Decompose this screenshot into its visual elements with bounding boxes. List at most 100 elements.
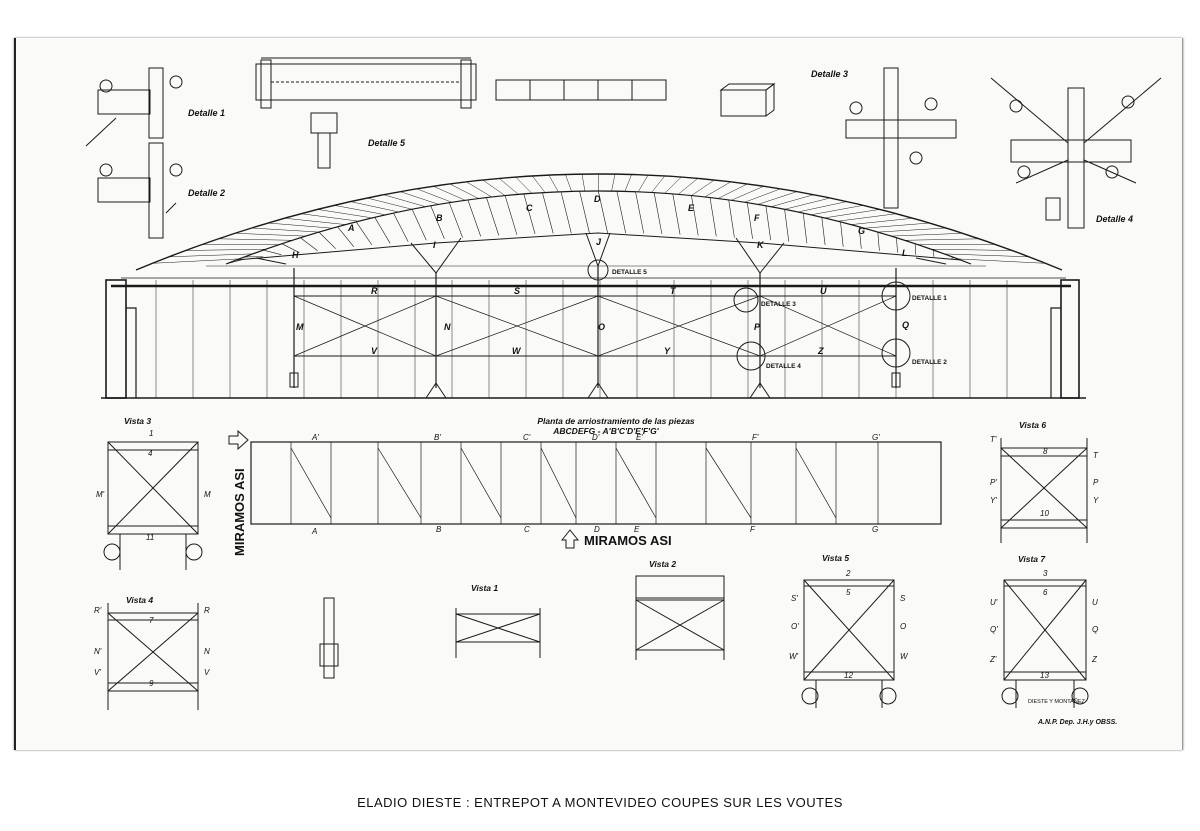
plan-bottom-a: A	[311, 527, 317, 536]
scaffold-posts	[293, 266, 897, 388]
detail-circle-1	[881, 281, 911, 311]
technical-drawing: Detalle 1 Detalle 2 Detalle 3 Detalle 4 …	[85, 57, 1162, 726]
row1-letter-r: R	[371, 286, 378, 296]
vista5-bot: 12	[844, 671, 853, 680]
vista4-r3: V	[204, 668, 210, 677]
callout-detalle-4: DETALLE 4	[766, 363, 801, 370]
vista6-mid: 8	[1043, 447, 1048, 456]
truss-letter-e: E	[688, 203, 695, 213]
signature-line-1: DIESTE Y MONTAÑEZ	[1028, 698, 1085, 705]
node-triangle-5	[915, 257, 947, 265]
vista5-r2: O	[900, 622, 906, 631]
vista3-top: 1	[149, 429, 153, 438]
vista7-r1: U	[1092, 598, 1098, 607]
callout-detalle-5: DETALLE 5	[612, 269, 647, 276]
beam-detail	[255, 57, 477, 109]
vista5-top: 2	[845, 569, 851, 578]
vista5-l1: S'	[791, 594, 798, 603]
vista-2-title: Vista 2	[649, 559, 676, 569]
plan-top-b: B'	[434, 433, 441, 442]
plan-bottom-d: D	[594, 525, 600, 534]
row2-letter-z: Z	[817, 346, 824, 356]
plan-bottom-e: E	[634, 525, 640, 534]
drawing-sheet: Detalle 1 Detalle 2 Detalle 3 Detalle 4 …	[14, 38, 1183, 750]
detail-1-title: Detalle 1	[188, 108, 225, 118]
vista-7-title: Vista 7	[1018, 554, 1046, 564]
vista6-l2: P'	[990, 478, 997, 487]
plan-bottom-c: C	[524, 525, 530, 534]
detail-circle-2	[881, 338, 911, 368]
plan-arrow-bottom	[560, 529, 580, 549]
vista-5-drawing	[801, 579, 897, 708]
vault-arch-outer	[135, 173, 1063, 271]
plan-top-c: C'	[523, 433, 531, 442]
page-caption: ELADIO DIESTE : ENTREPOT A MONTEVIDEO CO…	[357, 795, 843, 810]
plank-strip	[495, 79, 667, 101]
col-letter-n: N	[444, 322, 451, 332]
vista-6-drawing	[1000, 438, 1088, 543]
plan-top-g: G'	[872, 433, 880, 442]
vista-4-drawing	[107, 603, 199, 710]
vista6-l3: Y'	[990, 496, 997, 505]
truss-letter-c: C	[526, 203, 533, 213]
col-letter-o: O	[598, 322, 605, 332]
vista3-mid: 4	[148, 449, 153, 458]
detail-4-drawing	[990, 77, 1162, 229]
callout-detalle-3: DETALLE 3	[761, 301, 796, 308]
vista-7-drawing	[1001, 579, 1089, 708]
node-letter-l: L	[902, 248, 908, 258]
node-letter-h: H	[292, 250, 299, 260]
vista6-bot: 10	[1040, 509, 1049, 518]
block-detail	[719, 83, 776, 117]
node-letter-i: I	[433, 240, 436, 250]
col-letter-p: P	[754, 322, 761, 332]
vista-1-title: Vista 1	[471, 583, 498, 593]
col-letter-q: Q	[902, 320, 909, 330]
vista4-r1: R	[204, 606, 210, 615]
vista4-l3: V'	[94, 668, 101, 677]
detail-5-drawing	[310, 112, 338, 169]
vista7-bot: 13	[1040, 671, 1049, 680]
detail-3-drawing	[845, 67, 957, 209]
truss-lower-chord	[235, 232, 962, 261]
vista-3-title: Vista 3	[124, 416, 151, 426]
vista4-r2: N	[204, 647, 210, 656]
plan-arrow-left	[228, 429, 249, 451]
vista7-r3: Z	[1091, 655, 1098, 664]
row2-letter-w: W	[512, 346, 522, 356]
callout-detalle-1: DETALLE 1	[912, 295, 947, 302]
node-letter-j: J	[596, 237, 602, 247]
col-letter-m: M	[296, 322, 304, 332]
node-letter-k: K	[757, 240, 765, 250]
vista4-mid: 7	[149, 616, 154, 625]
plan-outline	[250, 441, 942, 525]
vista-2-drawing	[635, 575, 725, 660]
plan-subtitle: ABCDEFG - A'B'C'D'E'F'G'	[552, 426, 659, 436]
plan-top-d: D'	[592, 433, 600, 442]
row2-letter-v: V	[371, 346, 378, 356]
truss-letter-g: G	[858, 226, 865, 236]
miramos-asi-vertical: MIRAMOS ASI	[232, 468, 247, 556]
right-wall	[1060, 279, 1080, 399]
vista7-top: 3	[1043, 569, 1048, 578]
vista4-l1: R'	[94, 606, 102, 615]
vista-6-title: Vista 6	[1019, 420, 1046, 430]
vista6-r1: T	[1093, 451, 1099, 460]
vista4-bot: 9	[149, 679, 154, 688]
vista-1-drawing	[455, 608, 541, 658]
vista4-l2: N'	[94, 647, 102, 656]
vista5-l2: O'	[791, 622, 799, 631]
detail-4-title: Detalle 4	[1096, 214, 1133, 224]
detail-circle-4	[736, 341, 766, 371]
vista3-right: M	[204, 490, 211, 499]
plan-bottom-g: G	[872, 525, 878, 534]
vista7-l3: Z'	[989, 655, 997, 664]
detail-2-drawing	[97, 142, 183, 239]
detail-1-drawing	[85, 67, 183, 147]
vista-3-drawing	[103, 441, 203, 570]
vault-ribs	[152, 173, 1046, 264]
truss-letter-f: F	[754, 213, 760, 223]
row2-letter-y: Y	[664, 346, 671, 356]
left-wall	[105, 279, 127, 399]
vista5-mid: 5	[846, 588, 851, 597]
